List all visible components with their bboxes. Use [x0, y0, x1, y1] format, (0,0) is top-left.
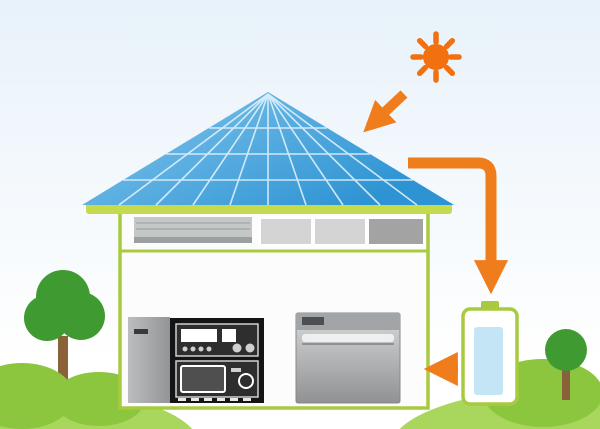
vent-dash	[191, 398, 199, 401]
base-vent	[178, 398, 251, 401]
battery-cell	[474, 327, 503, 395]
window-pane	[315, 219, 365, 244]
sun-icon	[410, 31, 462, 83]
vent-dash	[243, 398, 251, 401]
cabinet-handle	[134, 329, 148, 334]
display	[181, 329, 217, 342]
left-bush-outer	[0, 363, 74, 429]
knob	[198, 346, 204, 352]
knob-large	[245, 343, 255, 353]
grid-line	[192, 93, 269, 206]
microwave-button	[231, 368, 241, 372]
left-tree	[24, 270, 105, 400]
tree-trunk	[58, 336, 68, 400]
storage-battery	[461, 301, 519, 406]
grid-line	[229, 93, 269, 206]
knob-large	[232, 343, 242, 353]
sun-disc	[423, 44, 449, 70]
window-pane	[261, 219, 311, 244]
roof-grid	[118, 93, 418, 206]
window-pane-shaded	[369, 219, 423, 244]
grid-line	[267, 93, 307, 206]
sun-ray	[416, 37, 429, 50]
dishwasher-display	[302, 317, 324, 325]
tree-canopy	[36, 270, 90, 324]
sun-ray	[443, 37, 456, 50]
hood-box	[134, 217, 252, 237]
hood-lip	[134, 237, 252, 243]
sun-ray	[443, 64, 456, 77]
kitchen-cabinet	[128, 317, 170, 403]
dishwasher	[295, 312, 401, 404]
tree-canopy	[545, 329, 587, 371]
second-floor-windows	[258, 216, 426, 247]
grid-line	[267, 93, 344, 206]
knob	[190, 346, 196, 352]
vent-dash	[204, 398, 212, 401]
grid-line	[118, 93, 269, 206]
vent-dash	[230, 398, 238, 401]
vent-dash	[217, 398, 225, 401]
solar-panel-roof	[82, 92, 454, 214]
grid-line	[267, 93, 381, 206]
range-hood	[134, 217, 252, 243]
grid-line	[155, 93, 269, 206]
roof-to-battery-arrow-icon	[408, 157, 509, 295]
tree-trunk	[562, 360, 570, 400]
right-tree	[545, 329, 587, 400]
sun-rays	[410, 31, 462, 83]
sun-ray	[416, 64, 429, 77]
microwave-window	[180, 365, 226, 393]
knob	[206, 346, 212, 352]
stove-microwave-unit	[170, 318, 264, 403]
knob	[182, 346, 188, 352]
vent-dash	[178, 398, 186, 401]
sunlight-arrow-icon	[363, 90, 408, 133]
dishwasher-handle	[302, 334, 394, 342]
microwave-dial	[238, 373, 254, 389]
grid-line	[267, 93, 418, 206]
display-small	[222, 329, 236, 342]
